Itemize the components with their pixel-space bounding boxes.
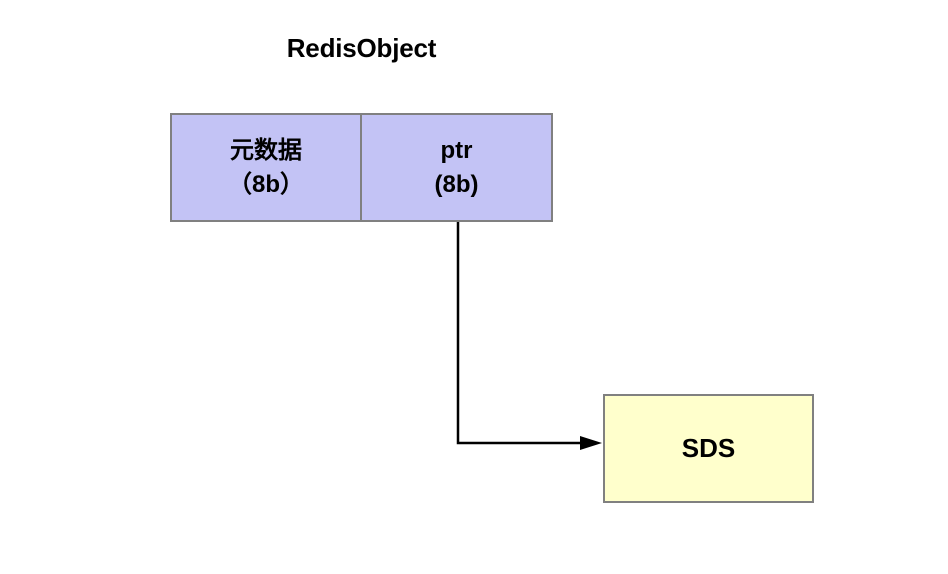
connector-line (456, 222, 584, 445)
struct-field-ptr-size: (8b) (434, 170, 479, 198)
struct-field-ptr: ptr (8b) (362, 115, 551, 220)
struct-field-ptr-name: ptr (440, 136, 473, 164)
page-title: RedisObject (286, 33, 437, 63)
struct-field-metadata: 元数据 （8b） (172, 115, 362, 220)
struct-field-metadata-size: （8b） (227, 170, 304, 198)
sds-label: SDS (681, 433, 736, 463)
sds-box: SDS (603, 394, 814, 503)
redisobject-struct-box: 元数据 （8b） ptr (8b) (170, 113, 553, 222)
connector-arrowhead-icon (580, 436, 602, 450)
struct-field-metadata-name: 元数据 (230, 136, 302, 164)
